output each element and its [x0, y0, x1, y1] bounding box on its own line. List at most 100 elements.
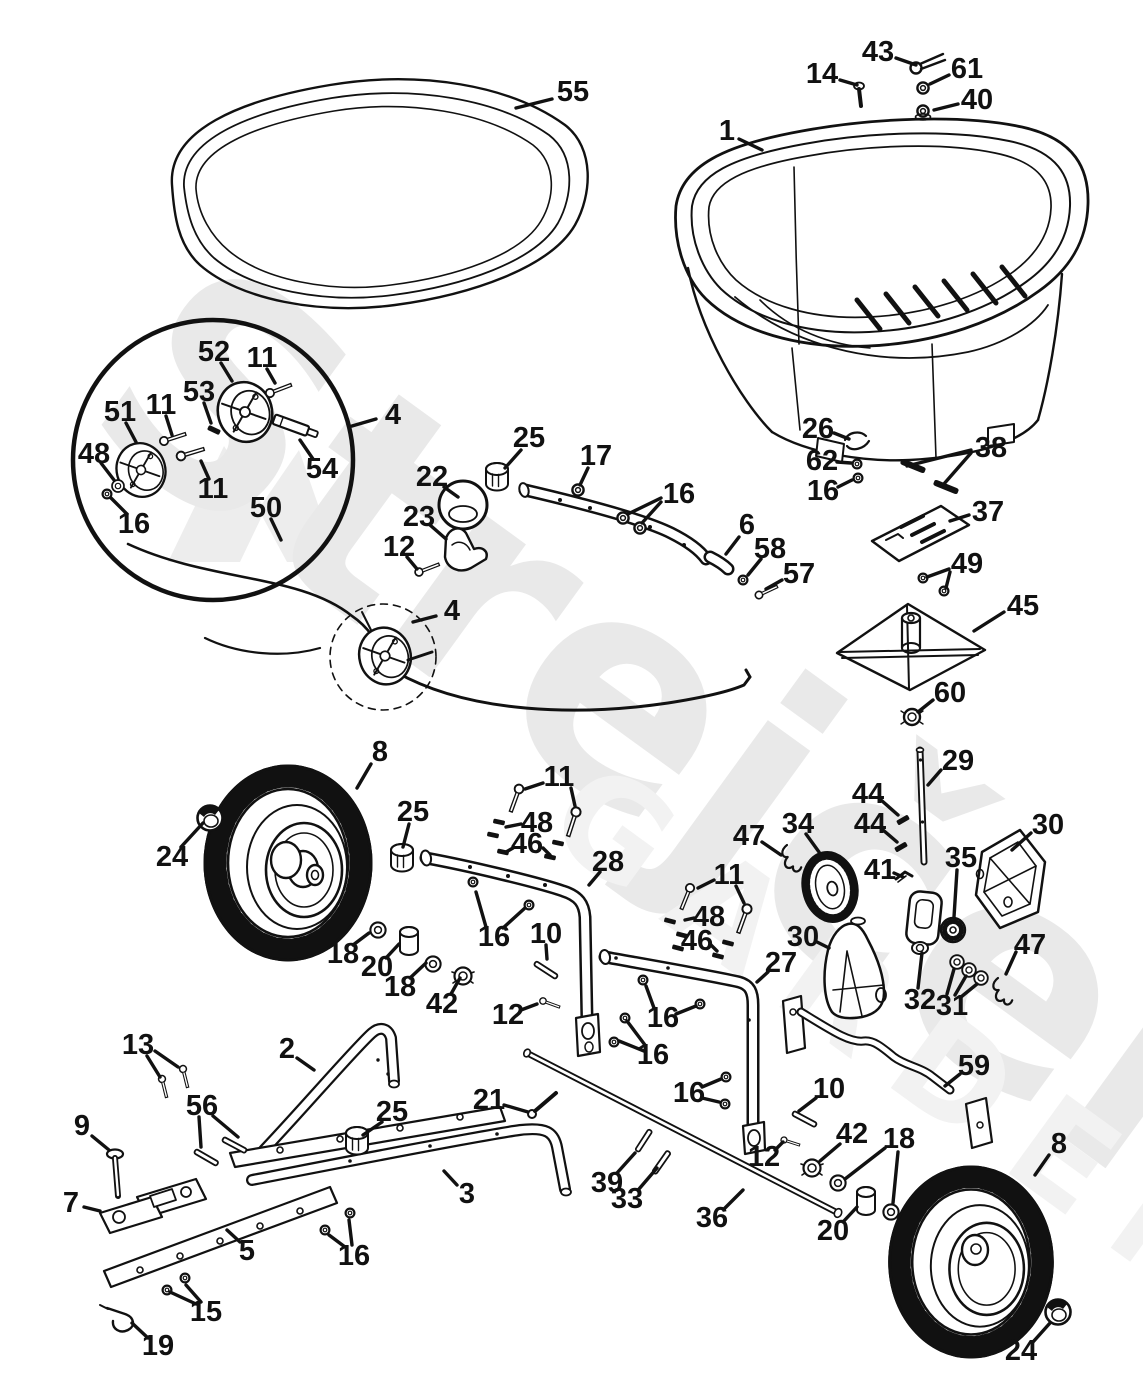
leader-line-24 [1031, 1321, 1052, 1344]
leader-line-9 [90, 1134, 111, 1152]
callout-18: 18 [883, 1123, 915, 1155]
callout-18: 18 [327, 938, 359, 970]
bushing-25 [345, 1126, 369, 1156]
leader-line-26 [832, 431, 851, 441]
washer-18 [369, 921, 387, 939]
callout-55: 55 [557, 76, 589, 108]
leader-line-30 [1010, 831, 1033, 852]
callout-11: 11 [714, 859, 745, 891]
spacer-20 [856, 1186, 876, 1216]
callout-61: 61 [951, 53, 983, 85]
leader-line-51 [124, 421, 138, 444]
callout-46: 46 [681, 925, 713, 957]
leader-line-16 [347, 1218, 354, 1247]
callout-39: 39 [591, 1167, 623, 1199]
leader-line-16 [626, 496, 663, 516]
callout-2: 2 [279, 1033, 295, 1065]
leader-line-30 [815, 940, 831, 950]
callout-56: 56 [186, 1090, 218, 1122]
leader-line-54 [298, 438, 315, 461]
callout-10: 10 [530, 918, 562, 950]
callout-12: 12 [383, 531, 415, 563]
nut-16 [852, 472, 864, 484]
leader-line-29 [926, 768, 943, 787]
leader-line-22 [442, 485, 460, 499]
callout-62: 62 [806, 445, 838, 477]
leader-line-23 [428, 523, 448, 541]
leader-line-27 [755, 970, 770, 984]
pin-21 [527, 1091, 558, 1119]
leader-line-48 [99, 461, 116, 482]
callout-8: 8 [1051, 1128, 1067, 1160]
leader-line-16 [700, 1096, 721, 1104]
bolt-12 [537, 995, 563, 1012]
callout-10: 10 [813, 1073, 845, 1105]
gear-34 [801, 851, 859, 923]
part-support-tube-27 [598, 883, 900, 1221]
leader-line-16 [617, 1039, 646, 1053]
leader-line-46 [504, 846, 515, 854]
cotter-pin-43 [909, 52, 947, 75]
spacer-20 [399, 926, 419, 956]
leader-line-18 [351, 931, 371, 947]
callout-11: 11 [198, 473, 229, 505]
leader-line-11 [523, 781, 545, 791]
pin-39 [634, 1128, 654, 1154]
callout-32: 32 [904, 984, 936, 1016]
callout-23: 23 [403, 501, 435, 533]
callout-50: 50 [250, 492, 282, 524]
leader-line-31 [959, 982, 979, 999]
callout-59: 59 [958, 1050, 990, 1082]
cable-50-loop [203, 636, 322, 655]
leader-line-16 [474, 890, 488, 929]
part-handle-tube-6 [518, 482, 782, 602]
leader-line-7 [82, 1205, 102, 1213]
callout-25: 25 [376, 1096, 408, 1128]
impeller-45 [835, 602, 987, 692]
callout-58: 58 [754, 533, 786, 565]
cap-24 [1044, 1298, 1072, 1326]
callout-26: 26 [802, 413, 834, 445]
leader-line-15 [168, 1290, 198, 1306]
housing-30-right [974, 828, 1047, 930]
leader-line-40 [932, 102, 960, 112]
detail-dashed-hub [329, 603, 437, 711]
pin-56 [220, 1135, 248, 1155]
bolt-9 [105, 1148, 125, 1199]
leader-line-12 [773, 1140, 785, 1152]
washer-31 [949, 954, 965, 970]
leader-line-14 [838, 78, 859, 87]
callout-13: 13 [122, 1029, 154, 1061]
nut-17 [571, 483, 585, 497]
callout-19: 19 [142, 1330, 174, 1362]
leader-line-21 [502, 1103, 530, 1114]
washer-18 [829, 1174, 847, 1192]
leader-line-49 [925, 567, 951, 579]
callout-35: 35 [945, 842, 977, 874]
leader-line-18 [408, 961, 428, 980]
callout-22: 22 [416, 461, 448, 493]
detail-circle-hub [70, 317, 356, 655]
leader-line-39 [615, 1151, 637, 1175]
callout-24: 24 [1005, 1335, 1037, 1367]
leader-line-44 [881, 828, 899, 844]
pin-10 [790, 1109, 818, 1129]
callout-5: 5 [239, 1235, 255, 1267]
callout-16: 16 [338, 1240, 370, 1272]
callout-37: 37 [972, 496, 1004, 528]
leader-line-52 [219, 361, 234, 383]
leader-line-16 [109, 496, 129, 516]
callout-49: 49 [951, 548, 983, 580]
nut-16 [633, 521, 647, 535]
leader-line-50 [269, 517, 283, 542]
callout-16: 16 [478, 921, 510, 953]
callout-54: 54 [306, 453, 338, 485]
leader-line-11 [696, 878, 716, 890]
part-cable-50 [126, 542, 752, 712]
callout-38: 38 [975, 432, 1007, 464]
clip-19 [99, 1304, 135, 1333]
callout-16: 16 [663, 478, 695, 510]
shaft-29 [915, 746, 928, 866]
